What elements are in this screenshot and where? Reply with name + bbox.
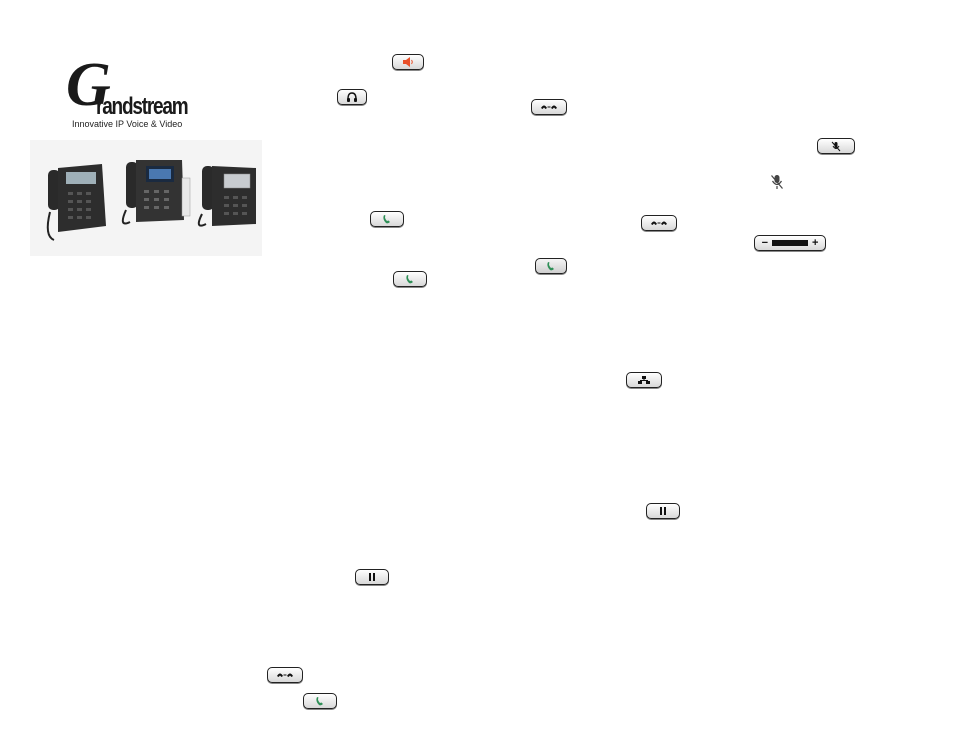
conference-icon (638, 375, 650, 384)
transfer-icon (651, 221, 667, 225)
phone-2-image (121, 160, 191, 225)
send-key-3[interactable] (393, 271, 427, 287)
logo-tagline: Innovative IP Voice & Video (72, 119, 183, 129)
speaker-icon (403, 57, 413, 67)
grandstream-logo: G randstream Innovative IP Voice & Video (60, 54, 189, 132)
headset-icon (347, 92, 357, 102)
hold-icon (369, 573, 375, 581)
hold-key[interactable] (646, 503, 680, 519)
send-key-4[interactable] (303, 693, 337, 709)
hold-key-2[interactable] (355, 569, 389, 585)
mute-key[interactable] (817, 138, 855, 154)
ip-phones-photo (30, 140, 262, 256)
mute-icon (831, 141, 841, 151)
transfer-key[interactable] (531, 99, 567, 115)
speaker-key[interactable] (392, 54, 424, 70)
phone-1-image (46, 164, 106, 241)
send-key-2[interactable] (535, 258, 567, 274)
hold-icon (660, 507, 666, 515)
volume-minus-label: − (761, 236, 768, 249)
volume-icon (772, 240, 808, 246)
volume-key[interactable]: − + (754, 235, 826, 251)
handset-icon (406, 275, 413, 284)
phone-3-image (197, 166, 256, 227)
volume-plus-label: + (812, 236, 819, 249)
transfer-key-2[interactable] (641, 215, 677, 231)
logo-word: randstream (96, 94, 189, 121)
handset-icon (316, 697, 323, 706)
send-key[interactable] (370, 211, 404, 227)
mute-mic-icon (771, 175, 783, 189)
handset-icon (547, 262, 554, 271)
handset-icon (383, 215, 390, 224)
transfer-icon (541, 105, 557, 109)
headset-key[interactable] (337, 89, 367, 105)
mute-indicator (770, 174, 784, 195)
logo-initial: G (66, 51, 111, 119)
transfer-key-3[interactable] (267, 667, 303, 683)
transfer-icon (277, 673, 293, 677)
conference-key[interactable] (626, 372, 662, 388)
